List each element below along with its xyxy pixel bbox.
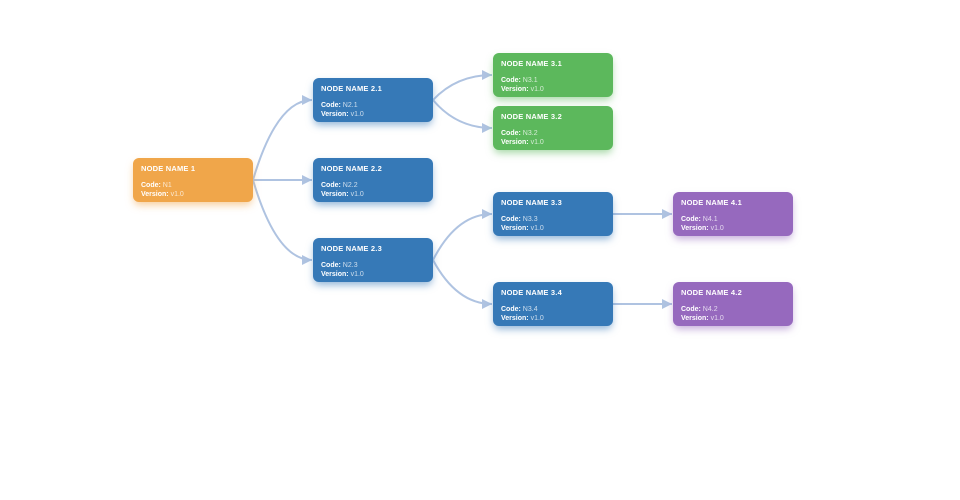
- node-code-row-label: Code:: [321, 182, 341, 189]
- node-version-row-label: Version:: [681, 225, 709, 232]
- node-code-row: Code: N2.3: [321, 261, 425, 270]
- node-title: NODE NAME 3.2: [501, 112, 562, 121]
- connector-n1-to-n2-3: [252, 179, 313, 265]
- node-version-row-label: Version:: [501, 139, 529, 146]
- node-code-row: Code: N3.1: [501, 76, 605, 85]
- node-code-row-value: N4.2: [702, 306, 718, 313]
- node-code-row-value: N3.1: [522, 77, 538, 84]
- node-version-row-label: Version:: [501, 225, 529, 232]
- node-code-row: Code: N3.2: [501, 129, 605, 138]
- node-version-row-value: v1.0: [350, 111, 364, 118]
- node-title: NODE NAME 1: [141, 164, 196, 173]
- node-title: NODE NAME 2.3: [321, 244, 382, 253]
- node-version-row-label: Version:: [501, 86, 529, 93]
- connector-n2-1-to-n3-2: [432, 99, 493, 133]
- node-version-row-value: v1.0: [530, 315, 544, 322]
- node-version-row-value: v1.0: [530, 225, 544, 232]
- node-version-row: Version: v1.0: [321, 110, 425, 119]
- node-code-row-value: N2.1: [342, 102, 358, 109]
- node-version-row: Version: v1.0: [501, 314, 605, 323]
- node-code-row: Code: N3.3: [501, 215, 605, 224]
- node-version-row-value: v1.0: [350, 191, 364, 198]
- node-version-row: Version: v1.0: [681, 314, 785, 323]
- node-version-row-label: Version:: [141, 191, 169, 198]
- node-version-row-label: Version:: [321, 271, 349, 278]
- node-version-row: Version: v1.0: [321, 190, 425, 199]
- node-title: NODE NAME 4.2: [681, 288, 742, 297]
- node-code-row: Code: N4.1: [681, 215, 785, 224]
- node-code-row-value: N1: [162, 182, 172, 189]
- node-version-row: Version: v1.0: [501, 138, 605, 147]
- node-code-row-label: Code:: [681, 306, 701, 313]
- connector-n2-1-to-n3-1: [432, 70, 493, 101]
- node-code-row-label: Code:: [141, 182, 161, 189]
- node-code-row-value: N2.3: [342, 262, 358, 269]
- node-version-row: Version: v1.0: [141, 190, 245, 199]
- node-version-row: Version: v1.0: [321, 270, 425, 279]
- connector-n2-3-to-n3-4: [432, 259, 493, 309]
- node-title: NODE NAME 2.1: [321, 84, 382, 93]
- node-title: NODE NAME 4.1: [681, 198, 742, 207]
- node-code-row-label: Code:: [681, 216, 701, 223]
- node-title: NODE NAME 2.2: [321, 164, 382, 173]
- node-code-row: Code: N1: [141, 181, 245, 190]
- node-version-row: Version: v1.0: [681, 224, 785, 233]
- node-version-row-value: v1.0: [170, 191, 184, 198]
- node-version-row: Version: v1.0: [501, 85, 605, 94]
- node-code-row: Code: N4.2: [681, 305, 785, 314]
- node-code-row-value: N3.4: [522, 306, 538, 313]
- node-code-row-value: N2.2: [342, 182, 358, 189]
- node-title: NODE NAME 3.4: [501, 288, 562, 297]
- node-version-row-label: Version:: [321, 111, 349, 118]
- node-version-row-label: Version:: [681, 315, 709, 322]
- node-version-row-value: v1.0: [710, 315, 724, 322]
- node-version-row-value: v1.0: [710, 225, 724, 232]
- node-code-row-label: Code:: [501, 77, 521, 84]
- node-version-row-label: Version:: [321, 191, 349, 198]
- node-code-row-value: N3.3: [522, 216, 538, 223]
- node-title: NODE NAME 3.3: [501, 198, 562, 207]
- connector-n1-to-n2-1: [252, 95, 313, 181]
- node-version-row-value: v1.0: [530, 139, 544, 146]
- node-code-row-value: N3.2: [522, 130, 538, 137]
- connector-n2-3-to-n3-3: [432, 209, 493, 261]
- node-code-row: Code: N3.4: [501, 305, 605, 314]
- node-version-row-value: v1.0: [350, 271, 364, 278]
- node-code-row-value: N4.1: [702, 216, 718, 223]
- node-version-row-label: Version:: [501, 315, 529, 322]
- links-group: [252, 70, 672, 309]
- node-code-row-label: Code:: [321, 262, 341, 269]
- node-code-row: Code: N2.2: [321, 181, 425, 190]
- node-code-row-label: Code:: [501, 216, 521, 223]
- node-title: NODE NAME 3.1: [501, 59, 562, 68]
- node-code-row: Code: N2.1: [321, 101, 425, 110]
- node-version-row: Version: v1.0: [501, 224, 605, 233]
- node-code-row-label: Code:: [501, 130, 521, 137]
- node-code-row-label: Code:: [501, 306, 521, 313]
- node-version-row-value: v1.0: [530, 86, 544, 93]
- node-code-row-label: Code:: [321, 102, 341, 109]
